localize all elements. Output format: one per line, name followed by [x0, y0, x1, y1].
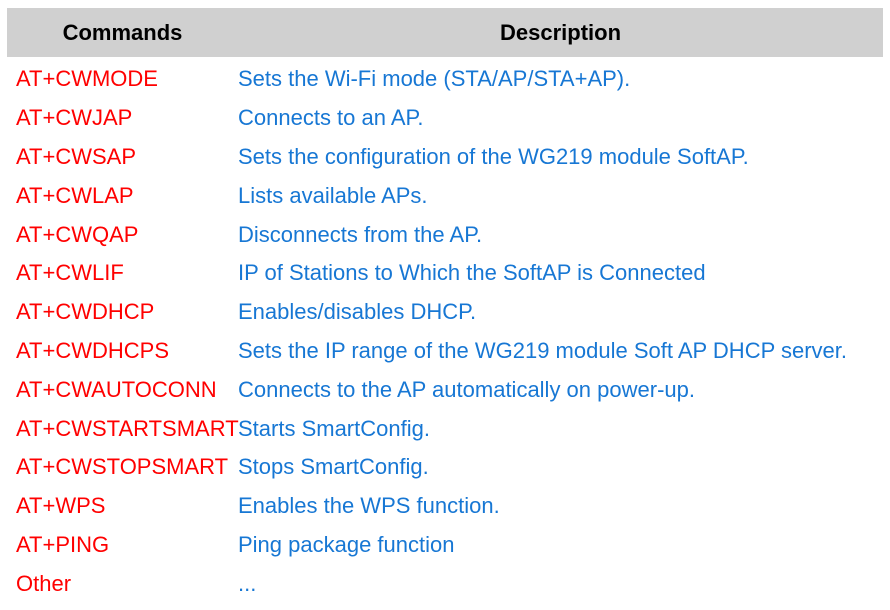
table-row: AT+CWMODE Sets the Wi-Fi mode (STA/AP/ST…: [7, 60, 883, 99]
description-cell: Sets the IP range of the WG219 module So…: [238, 337, 847, 363]
command-cell: AT+CWMODE: [16, 66, 158, 92]
table-body: AT+CWMODE Sets the Wi-Fi mode (STA/AP/ST…: [7, 57, 883, 603]
table-row: AT+CWLIF IP of Stations to Which the Sof…: [7, 254, 883, 293]
command-cell: AT+CWSTARTSMART: [16, 415, 239, 441]
table-header-row: Commands Description: [7, 8, 883, 57]
table-row: AT+CWAUTOCONN Connects to the AP automat…: [7, 370, 883, 409]
table-row: AT+WPS Enables the WPS function.: [7, 487, 883, 526]
column-header-description: Description: [499, 19, 622, 45]
table-row: AT+CWLAP Lists available APs.: [7, 176, 883, 215]
command-cell: AT+CWQAP: [16, 221, 139, 247]
column-header-commands: Commands: [62, 19, 183, 45]
description-cell: Ping package function: [238, 531, 455, 557]
table-row: AT+CWSAP Sets the configuration of the W…: [7, 138, 883, 177]
description-cell: Sets the configuration of the WG219 modu…: [238, 143, 749, 169]
description-cell: Connects to an AP.: [238, 105, 424, 131]
description-cell: Disconnects from the AP.: [238, 221, 483, 247]
description-cell: ...: [238, 570, 257, 596]
description-cell: IP of Stations to Which the SoftAP is Co…: [238, 260, 706, 286]
description-cell: Stops SmartConfig.: [238, 454, 429, 480]
description-cell: Starts SmartConfig.: [238, 415, 430, 441]
command-cell: AT+CWDHCP: [16, 299, 155, 325]
command-cell: AT+CWJAP: [16, 105, 133, 131]
command-cell: AT+PING: [16, 531, 110, 557]
description-cell: Sets the Wi-Fi mode (STA/AP/STA+AP).: [238, 66, 631, 92]
table-row: AT+CWDHCP Enables/disables DHCP.: [7, 293, 883, 332]
at-commands-table: Commands Description AT+CWMODE Sets the …: [7, 8, 883, 603]
command-cell: AT+WPS: [16, 493, 106, 519]
table-row: AT+CWJAP Connects to an AP.: [7, 99, 883, 138]
description-cell: Enables the WPS function.: [238, 493, 500, 519]
description-cell: Lists available APs.: [238, 182, 428, 208]
table-row: AT+CWSTOPSMART Stops SmartConfig.: [7, 448, 883, 487]
command-cell: AT+CWSTOPSMART: [16, 454, 229, 480]
description-cell: Enables/disables DHCP.: [238, 299, 477, 325]
table-row: AT+CWQAP Disconnects from the AP.: [7, 215, 883, 254]
command-cell: Other: [16, 570, 72, 596]
table-row: Other ...: [7, 564, 883, 603]
table-row: AT+CWSTARTSMART Starts SmartConfig.: [7, 409, 883, 448]
command-cell: AT+CWSAP: [16, 143, 137, 169]
table-row: AT+CWDHCPS Sets the IP range of the WG21…: [7, 332, 883, 371]
description-cell: Connects to the AP automatically on powe…: [238, 376, 695, 402]
command-cell: AT+CWDHCPS: [16, 337, 169, 363]
command-cell: AT+CWAUTOCONN: [16, 376, 217, 402]
command-cell: AT+CWLAP: [16, 182, 134, 208]
command-cell: AT+CWLIF: [16, 260, 124, 286]
table-row: AT+PING Ping package function: [7, 526, 883, 565]
